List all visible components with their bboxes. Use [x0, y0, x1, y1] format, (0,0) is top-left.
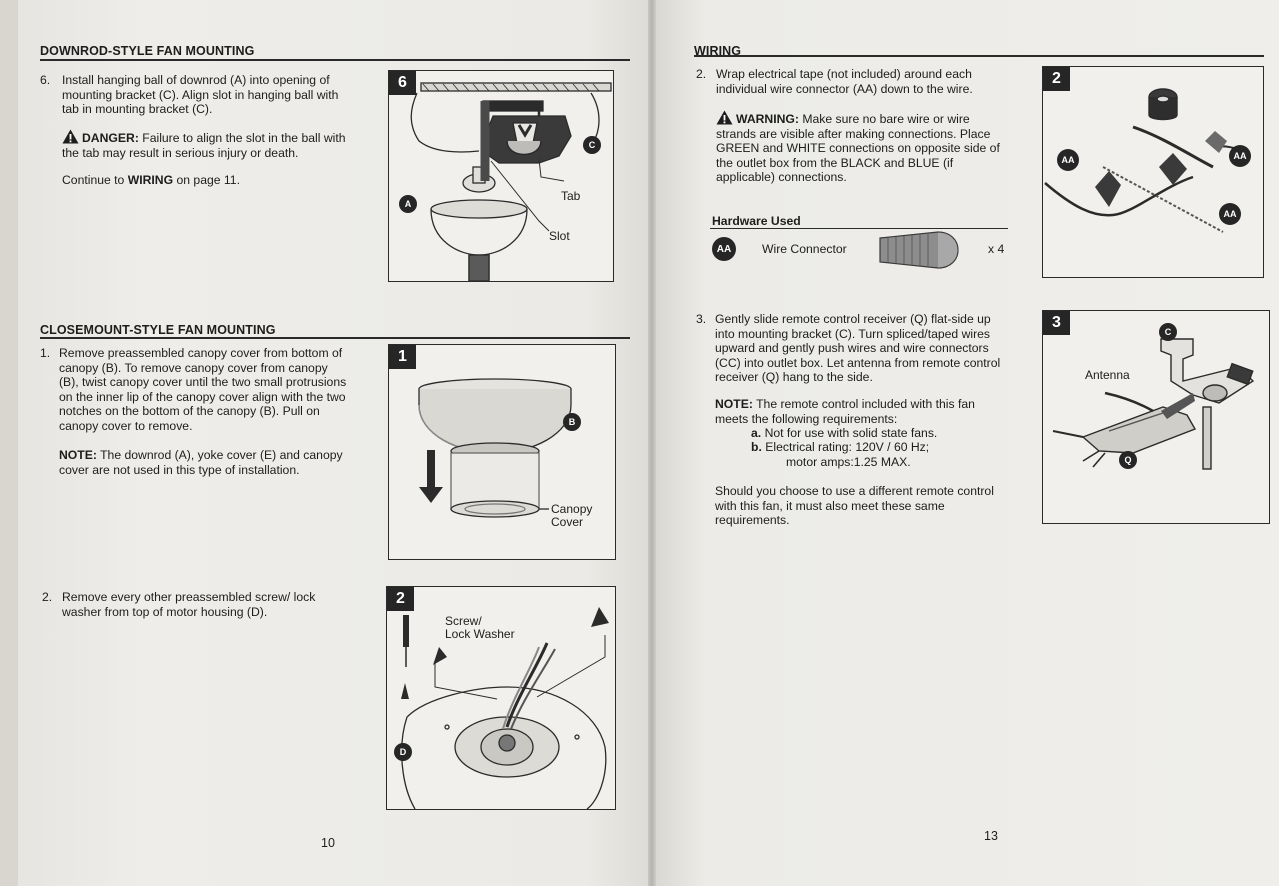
- figure-3-badge: 3: [1043, 311, 1070, 335]
- figure-6-downrod: 6: [388, 70, 614, 282]
- right-page: WIRING 2. Wrap electrical tape (not incl…: [656, 0, 1279, 886]
- wiring-step3-text: Gently slide remote control receiver (Q)…: [715, 312, 1001, 385]
- left-page: DOWNROD-STYLE FAN MOUNTING 6. Install ha…: [18, 0, 648, 886]
- step1-text: Remove preassembled canopy cover from bo…: [59, 346, 347, 433]
- requirement-b-text2: motor amps:1.25 MAX.: [786, 455, 911, 469]
- table-edge: [0, 0, 18, 886]
- requirement-a-label: a.: [751, 426, 762, 440]
- right-page-number: 13: [984, 829, 998, 843]
- danger-warning-icon: [62, 129, 79, 144]
- figure-3-callout-c: C: [1159, 323, 1177, 341]
- figure-1-label-line2: Cover: [551, 515, 584, 529]
- requirement-b-text: Electrical rating: 120V / 60 Hz;: [765, 440, 930, 454]
- figure-1-label-line1: Canopy: [551, 502, 593, 516]
- warning-icon: [716, 110, 733, 125]
- downrod-section-title: DOWNROD-STYLE FAN MOUNTING: [40, 44, 255, 58]
- figure-6-slot-label: Slot: [549, 229, 570, 243]
- remote-note-label: NOTE:: [715, 397, 753, 411]
- step6-number: 6.: [40, 73, 51, 87]
- danger-label: DANGER:: [82, 131, 139, 145]
- closemount-note: NOTE: The downrod (A), yoke cover (E) an…: [59, 448, 349, 477]
- figure-1-canopy: 1 B Canopy Cover: [388, 344, 616, 560]
- wiring-section-title: WIRING: [694, 44, 742, 58]
- figure-2-badge: 2: [387, 587, 414, 611]
- figure-2-right-callout-aa-3: AA: [1219, 203, 1241, 225]
- wire-connector-icon: [879, 231, 959, 269]
- figure-2-callout-d: D: [394, 743, 412, 761]
- figure-6-tab-label: Tab: [561, 189, 581, 203]
- figure-3-drawing: [1052, 338, 1255, 470]
- wiring-step2-text: Wrap electrical tape (not included) arou…: [716, 67, 973, 96]
- figure-2-right-callout-aa-1: AA: [1057, 149, 1079, 171]
- step2-number: 2.: [42, 590, 53, 604]
- wiring-step3-number: 3.: [696, 312, 707, 326]
- figure-2-label-line2: Lock Washer: [445, 627, 515, 641]
- danger-text: Failure to align the slot in the ball wi…: [62, 131, 346, 160]
- danger-block: DANGER: Failure to align the slot in the…: [62, 129, 352, 160]
- remote-note: NOTE: The remote control included with t…: [715, 397, 1005, 426]
- wiring-title-rule: [694, 55, 1264, 57]
- figure-3-receiver: 3 C Q Antenna: [1042, 310, 1270, 524]
- left-page-number: 10: [321, 836, 335, 850]
- figure-1-canopy-label: Canopy Cover: [551, 503, 592, 529]
- hardware-badge-aa: AA: [712, 237, 736, 261]
- figure-2-right-callout-aa-2: AA: [1229, 145, 1251, 167]
- figure-1-drawing: [418, 378, 572, 518]
- continue-pre: Continue to: [62, 173, 125, 187]
- wiring-step2-number: 2.: [696, 67, 707, 81]
- figure-3-callout-q: Q: [1119, 451, 1137, 469]
- figure-2-right-badge: 2: [1043, 67, 1070, 91]
- warning-text: Make sure no bare wire or wire strands a…: [716, 112, 1000, 185]
- figure-6-callout-a: A: [399, 195, 417, 213]
- downrod-title-rule: [40, 59, 630, 61]
- figure-2-right-drawing: [1044, 88, 1244, 233]
- closemount-note-label: NOTE:: [59, 448, 97, 462]
- remote-note-text: The remote control included with this fa…: [715, 397, 975, 426]
- figure-2-wire-connectors: 2 AA AA AA: [1042, 66, 1264, 278]
- closemount-section-title: CLOSEMOUNT-STYLE FAN MOUNTING: [40, 323, 276, 337]
- figure-1-callout-b: B: [563, 413, 581, 431]
- requirement-b: b. Electrical rating: 120V / 60 Hz;: [751, 440, 1011, 455]
- requirement-a-text: Not for use with solid state fans.: [764, 426, 938, 440]
- continue-wiring-link[interactable]: WIRING: [127, 173, 174, 187]
- hardware-qty: x 4: [988, 242, 1005, 256]
- closing-text: Should you choose to use a different rem…: [715, 484, 994, 528]
- figure-6-badge: 6: [389, 71, 416, 95]
- book-gutter: [648, 0, 656, 886]
- requirement-b-label: b.: [751, 440, 762, 454]
- requirement-a: a. Not for use with solid state fans.: [751, 426, 1011, 441]
- figure-3-antenna-label: Antenna: [1085, 368, 1130, 382]
- figure-2-label-line1: Screw/: [445, 614, 482, 628]
- figure-2-drawing: [401, 607, 609, 809]
- figure-1-badge: 1: [389, 345, 416, 369]
- closemount-note-text: The downrod (A), yoke cover (E) and cano…: [59, 448, 343, 477]
- hardware-rule: [710, 228, 1008, 229]
- figure-2-screw-label: Screw/ Lock Washer: [445, 615, 515, 641]
- figure-6-drawing: [410, 82, 612, 281]
- warning-label: WARNING:: [736, 112, 799, 126]
- step1-number: 1.: [40, 346, 51, 360]
- figure-2-motor-housing: 2 D Screw/ L: [386, 586, 616, 810]
- closemount-title-rule: [40, 337, 630, 339]
- step6-text: Install hanging ball of downrod (A) into…: [62, 73, 339, 117]
- warning-block: WARNING: Make sure no bare wire or wire …: [716, 110, 1006, 185]
- hardware-name: Wire Connector: [762, 242, 847, 256]
- figure-6-callout-c: C: [583, 136, 601, 154]
- step2-text: Remove every other preassembled screw/ l…: [62, 590, 316, 619]
- continue-post: on page 11.: [176, 173, 240, 187]
- continue-line: Continue to WIRING on page 11.: [62, 173, 352, 188]
- hardware-used-title: Hardware Used: [712, 214, 801, 228]
